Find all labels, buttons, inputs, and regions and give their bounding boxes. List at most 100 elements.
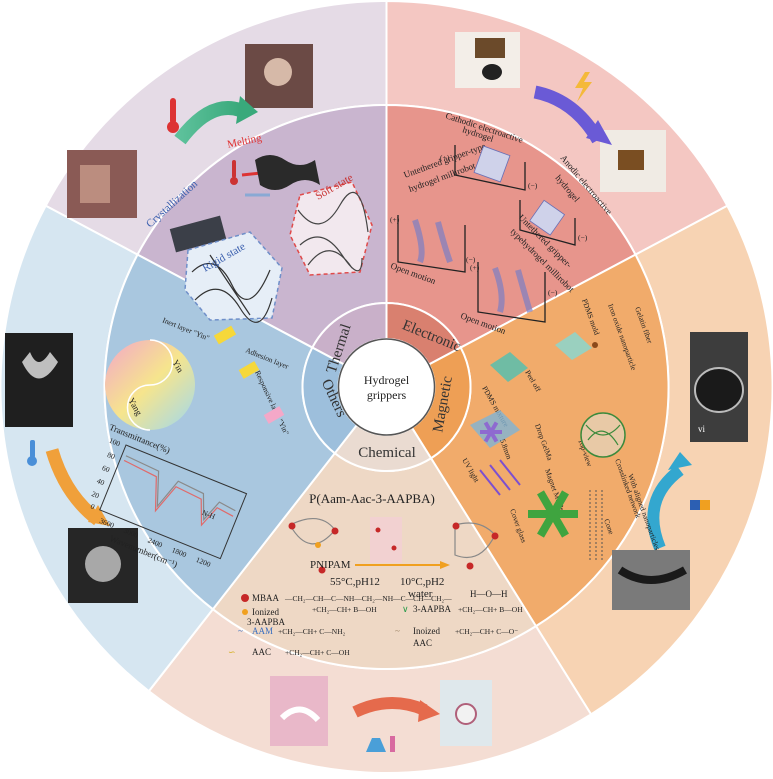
cell-1-plus: (+) xyxy=(440,153,450,162)
chemical-photo-gripper-right xyxy=(455,703,477,725)
center-line-1: Hydrogel xyxy=(364,373,410,387)
others-arrow-head xyxy=(88,505,110,526)
magnetic-arrow xyxy=(647,465,684,551)
mbaa-formula: —CH₂—CH—C—NH—CH₂—NH—C—CH—CH₂— xyxy=(284,594,452,603)
thermometer-icon xyxy=(167,98,179,133)
ionized-aac-label-2: AAC xyxy=(413,638,432,648)
water-label: water xyxy=(408,588,433,600)
responsive-layer-swatch xyxy=(263,406,285,424)
aam-formula: +CH₂—CH+ C—NH₂ xyxy=(278,627,346,636)
ionized-aac-label-1: Inoized xyxy=(413,626,440,636)
lightning-icon xyxy=(575,72,592,102)
cell-1-minus: (−) xyxy=(528,181,538,190)
aapba-label: 3-AAPBA xyxy=(413,604,452,614)
cond1-label: 55°C,pH12 xyxy=(330,576,380,588)
gelma-snowflake-2 xyxy=(528,490,578,538)
hydrogel-network-middle xyxy=(370,517,402,563)
electronic-photo-object xyxy=(482,64,502,80)
aac-formula: +CH₂—CH+ C—OH xyxy=(285,648,350,657)
ftir-curve-2 xyxy=(123,459,234,527)
cond2-label: 10°C,pH2 xyxy=(400,576,444,588)
pnipam-label: PNIPAM xyxy=(310,559,351,571)
others-photo-top xyxy=(5,333,73,427)
water-formula: H—O—H xyxy=(470,589,508,599)
ionized-aapba-label-2: 3-AAPBA xyxy=(247,617,286,627)
others-arrow xyxy=(45,448,103,526)
center-circle xyxy=(337,338,436,436)
ftir-chart-frame xyxy=(99,444,248,560)
thermal-photo-object xyxy=(80,165,110,203)
magnetic-photo-label: vi xyxy=(698,424,706,434)
magnetic-arrow-head xyxy=(668,452,692,470)
magnetic-photo-gripper xyxy=(694,367,744,413)
chemical-arrow-head xyxy=(418,700,440,722)
ftir-curve-1 xyxy=(125,455,236,522)
mbaa-dot xyxy=(241,594,249,602)
soft-network-chains xyxy=(297,191,369,272)
thermometer-icon-3 xyxy=(27,440,37,466)
flask-icon xyxy=(366,736,395,752)
yin-yang-symbol: Yin Yang xyxy=(105,339,195,431)
ionized-aapba-formula: +CH₂—CH+ B—OH xyxy=(312,605,377,614)
chemical-arrow xyxy=(352,696,428,718)
magnetic-photo-strip xyxy=(617,566,687,584)
aac-label: AAC xyxy=(252,647,271,657)
soft-sheet xyxy=(255,155,320,190)
electro-cell-3: (+) (−) xyxy=(390,215,476,273)
aam-wave-icon: ~ xyxy=(238,626,243,636)
cell-4-plus: (+) xyxy=(470,263,480,272)
magnetic-panel: vi PDMS mixture Peel off PDMS mold Iron … xyxy=(460,298,748,610)
magnet-icon xyxy=(690,500,710,510)
inert-layer-swatch xyxy=(213,325,237,345)
others-photo-gripper xyxy=(22,352,58,379)
thermal-photo-object-2 xyxy=(264,58,292,86)
ionized-aac-wave-icon: ~ xyxy=(395,626,400,636)
uv-rays xyxy=(479,459,521,496)
soft-state-network xyxy=(289,181,373,276)
ftir-y-tick-3: 40 xyxy=(96,476,107,487)
cell-3-minus: (−) xyxy=(466,255,476,264)
mbaa-label: MBAA xyxy=(252,593,280,603)
electronic-arrow-head xyxy=(586,120,612,145)
rigid-sheet xyxy=(169,215,227,253)
others-photo-object xyxy=(85,546,121,582)
crosslinked-chains xyxy=(585,424,621,446)
electro-cell-4: (+) (−) xyxy=(470,262,558,323)
pdms-mixture-mold xyxy=(490,352,528,382)
chemical-title: P(Aam-Aac-3-AAPBA) xyxy=(309,491,435,506)
thermal-arrow-head xyxy=(236,96,258,124)
electronic-photo-device xyxy=(475,38,505,58)
others-panel: Yin Yang Inert layer "Yin" Adhesion laye… xyxy=(5,316,291,603)
hydrogel-network-left xyxy=(288,518,339,574)
ftir-y-tick-2: 60 xyxy=(101,463,112,474)
ftir-y-tick-5: 0 xyxy=(89,502,96,512)
nanoparticle-dot xyxy=(592,342,598,348)
ionized-aapba-label-1: Ionized xyxy=(252,607,279,617)
cell-2-minus: (−) xyxy=(578,233,588,242)
aapba-formula: +CH₂—CH+ B—OH xyxy=(458,605,523,614)
center-line-2: grippers xyxy=(367,388,407,402)
cell-3-plus: (+) xyxy=(390,215,400,224)
electro-cell-2: (−) xyxy=(519,199,588,246)
ionized-aapba-dot xyxy=(242,609,248,615)
electronic-photo-device-2 xyxy=(618,150,644,170)
ftir-y-tick-4: 20 xyxy=(90,489,101,500)
reaction-arrow-head xyxy=(440,561,450,569)
adhesion-layer-swatch xyxy=(238,361,260,379)
thermal-arrow xyxy=(174,101,243,145)
thermometer-icon-2 xyxy=(230,160,238,185)
sector-label-chemical: Chemical xyxy=(358,445,415,461)
aac-wave-icon: ∽ xyxy=(228,647,236,657)
cell-4-minus: (−) xyxy=(548,288,558,297)
thermal-panel: Melting Crystallization Soft state Rigid… xyxy=(67,44,373,323)
aapba-icon: ∨ xyxy=(402,604,409,614)
ionized-aac-formula: +CH₂—CH+ C—O⁻ xyxy=(455,627,518,636)
aam-label: AAM xyxy=(252,626,273,636)
chemical-panel: P(Aam-Aac-3-AAPBA) PNIPAM 55°C,pH12 10°C… xyxy=(228,491,523,752)
ftir-y-tick-0: 100 xyxy=(108,436,122,449)
rigid-network-chains xyxy=(191,254,273,323)
electro-cell-1: (+) (−) xyxy=(440,145,538,191)
ftir-y-tick-1: 80 xyxy=(106,450,117,461)
